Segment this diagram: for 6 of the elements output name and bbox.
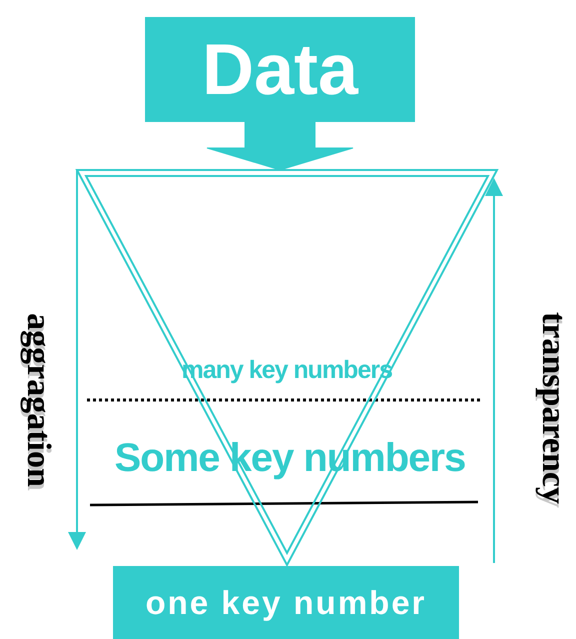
axis-label: transparency [534, 312, 572, 504]
title-box: Data [145, 17, 415, 122]
arrow [206, 122, 354, 171]
triangle-shape [77, 170, 497, 565]
axis-label: aggragation [18, 313, 57, 487]
title-box: one key number [113, 566, 459, 639]
